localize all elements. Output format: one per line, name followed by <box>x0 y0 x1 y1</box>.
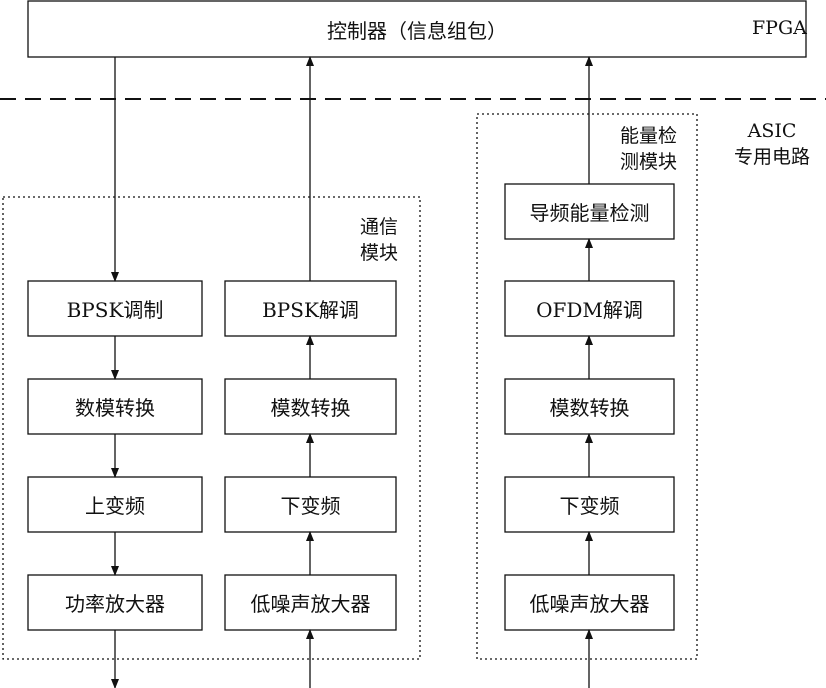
bpsk-demodulation-box <box>224 280 397 337</box>
tx-label-bpsk-modulation: BPSK调制 <box>66 298 164 322</box>
adc-box-energy <box>504 378 675 435</box>
ofdm-demodulation-box <box>504 280 675 337</box>
controller-box <box>27 0 807 58</box>
controller-label: 控制器（信息组包） <box>327 18 507 43</box>
communication-module-label-line1: 通信 <box>360 216 399 238</box>
tx-label-dac: 数模转换 <box>75 396 155 420</box>
energy-label-lna: 低噪声放大器 <box>529 592 650 616</box>
rx-label-adc: 模数转换 <box>270 396 351 420</box>
adc-box-rx <box>224 378 397 435</box>
communication-module-label: 通信 模块 <box>360 214 398 266</box>
asic-label-line2: 专用电路 <box>733 146 810 168</box>
energy-label-adc: 模数转换 <box>549 396 630 420</box>
rx-label-bpsk-demodulation: BPSK解调 <box>262 298 359 322</box>
energy-label-ofdm-demodulation: OFDM解调 <box>536 298 643 322</box>
upconverter-box <box>27 476 203 533</box>
energy-module-label-line1: 能量检 <box>620 125 678 147</box>
rx-label-lna: 低噪声放大器 <box>250 592 371 616</box>
asic-label-line1: ASIC <box>747 120 797 142</box>
rx-label-downconverter: 下变频 <box>280 494 341 518</box>
fpga-label: FPGA <box>752 17 807 39</box>
tx-label-upconverter: 上变频 <box>85 494 145 518</box>
energy-module-label-line2: 测模块 <box>620 151 678 173</box>
energy-detection-module-boundary <box>476 113 698 660</box>
lna-box-energy <box>504 574 675 631</box>
tx-label-power-amplifier: 功率放大器 <box>65 592 165 616</box>
downconverter-box-energy <box>504 476 675 533</box>
energy-label-pilot-detection: 导频能量检测 <box>529 201 650 225</box>
communication-module-label-line2: 模块 <box>360 242 399 264</box>
energy-module-label: 能量检 测模块 <box>620 123 677 175</box>
power-amplifier-box <box>27 574 203 631</box>
dac-box <box>27 378 203 435</box>
energy-label-downconverter: 下变频 <box>559 494 620 518</box>
communication-module-boundary <box>2 196 421 660</box>
asic-label: ASIC 专用电路 <box>718 118 826 170</box>
